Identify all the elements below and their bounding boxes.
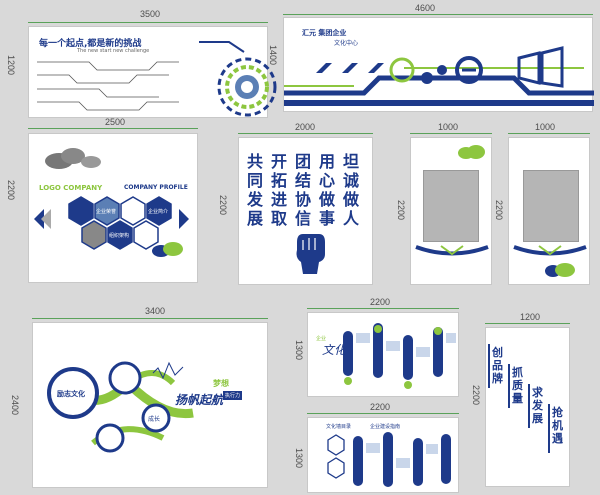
circle-main-label: 励志文化 <box>57 390 85 398</box>
hex-label-1: 企业荣誉 <box>96 209 117 215</box>
directory-header-2: 企业建设指南 <box>370 424 401 430</box>
timeline-title: 文化 <box>322 343 347 357</box>
panel-values: 坦诚做人 用心做事 团结协信 开拓进取 共同发展 <box>238 137 373 285</box>
panel-company-profile: LOGO COMPANY COMPANY PROFILE 企业荣誉 企业简介 组… <box>28 133 198 283</box>
value-column-1: 坦诚做人 <box>342 152 359 228</box>
dim-line <box>28 22 268 23</box>
arrow-text: 扬帆起航 <box>175 393 224 407</box>
panel-frame-right <box>508 137 590 285</box>
panel1-subtitle: The new start new challenge <box>77 48 150 54</box>
panel-culture-timeline: 企业 文化 <box>307 312 459 397</box>
value-column-3: 团结协信 <box>294 152 311 228</box>
photo-frame <box>423 170 479 242</box>
slogan-column-4: 抢机遇 <box>552 406 563 445</box>
dim-p10-width: 1200 <box>520 312 541 322</box>
photo-frame <box>523 170 579 242</box>
dim-line <box>410 133 492 134</box>
cloud-icon <box>545 263 575 277</box>
dim-p5-height: 2200 <box>396 200 406 221</box>
slogan-column-3: 求发展 <box>532 386 543 425</box>
frame-base <box>513 245 587 256</box>
frame-base <box>415 245 489 256</box>
dim-line <box>28 128 198 129</box>
dim-p10-height: 2200 <box>471 385 481 406</box>
dim-p8-width: 2200 <box>370 297 391 307</box>
dim-p8-height: 1300 <box>294 340 304 361</box>
panel2-sub: 文化中心 <box>334 40 359 47</box>
panel-top-right: 汇元 集团企业 文化中心 <box>283 17 594 112</box>
dim-line <box>485 323 570 324</box>
dim-p7-height: 2400 <box>10 395 20 416</box>
dim-p9-width: 2200 <box>370 402 391 412</box>
dim-line <box>238 133 373 134</box>
panel-slogan: 创品牌 抓质量 求发展 抢机遇 <box>485 327 570 487</box>
circle-small-label: 成长 <box>148 416 161 423</box>
dim-p6-width: 1000 <box>535 122 556 132</box>
value-column-2: 用心做事 <box>318 152 335 228</box>
fist-icon <box>296 234 325 274</box>
dim-line <box>32 318 268 319</box>
dim-p3-width: 2500 <box>105 117 126 127</box>
dim-p5-width: 1000 <box>438 122 459 132</box>
dim-p4-width: 2000 <box>295 122 316 132</box>
dim-p1-height: 1200 <box>6 55 16 76</box>
cloud-icon <box>45 148 101 169</box>
timeline-graphics <box>343 323 456 389</box>
brand-graphics <box>284 46 594 106</box>
dim-p2-height: 1400 <box>268 45 278 66</box>
panel-culture-directory: 文化墙目录 企业建设指南 <box>307 417 459 493</box>
value-column-5: 共同发展 <box>246 152 263 228</box>
panel-top-left: 每一个起点,都是新的挑战 The new start new challenge <box>28 26 277 118</box>
panel-culture-flow: 励志文化 成长 扬帆起航 梦想 执行力 <box>32 322 268 488</box>
cloud-icon <box>458 145 485 159</box>
circuit-lines <box>37 41 277 117</box>
dim-p7-width: 3400 <box>145 306 166 316</box>
logo-company: LOGO COMPANY <box>39 184 103 192</box>
timeline-tag: 企业 <box>316 336 327 342</box>
slogan-column-2: 抓质量 <box>512 366 523 405</box>
slogan-column-1: 创品牌 <box>492 346 503 385</box>
cloud-icon <box>152 242 183 257</box>
company-profile-title: COMPANY PROFILE <box>124 184 188 191</box>
dim-line <box>283 14 593 15</box>
panel-frame-left <box>410 137 492 285</box>
flow-graphics <box>47 361 194 453</box>
dim-p1-width: 3500 <box>140 9 161 19</box>
directory-graphics <box>327 432 451 487</box>
directory-header-1: 文化墙目录 <box>326 424 352 430</box>
panel1-title: 每一个起点,都是新的挑战 <box>39 39 142 49</box>
value-column-4: 开拓进取 <box>270 152 287 228</box>
dim-line <box>307 413 459 414</box>
dim-line <box>307 308 459 309</box>
dim-p4-height: 2200 <box>218 195 228 216</box>
dim-p6-height: 2200 <box>494 200 504 221</box>
tag-execution: 执行力 <box>223 391 243 400</box>
tag-dream: 梦想 <box>213 379 229 388</box>
dim-p9-height: 1300 <box>294 448 304 469</box>
hex-label-2: 企业简介 <box>148 209 169 215</box>
hexagon-grid <box>34 196 189 250</box>
dim-p2-width: 4600 <box>415 3 436 13</box>
slogan-bars <box>488 344 550 453</box>
dim-line <box>508 133 590 134</box>
hex-label-3: 组织架构 <box>109 233 130 239</box>
panel2-brand: 汇元 集团企业 <box>302 29 347 37</box>
dim-p3-height: 2200 <box>6 180 16 201</box>
